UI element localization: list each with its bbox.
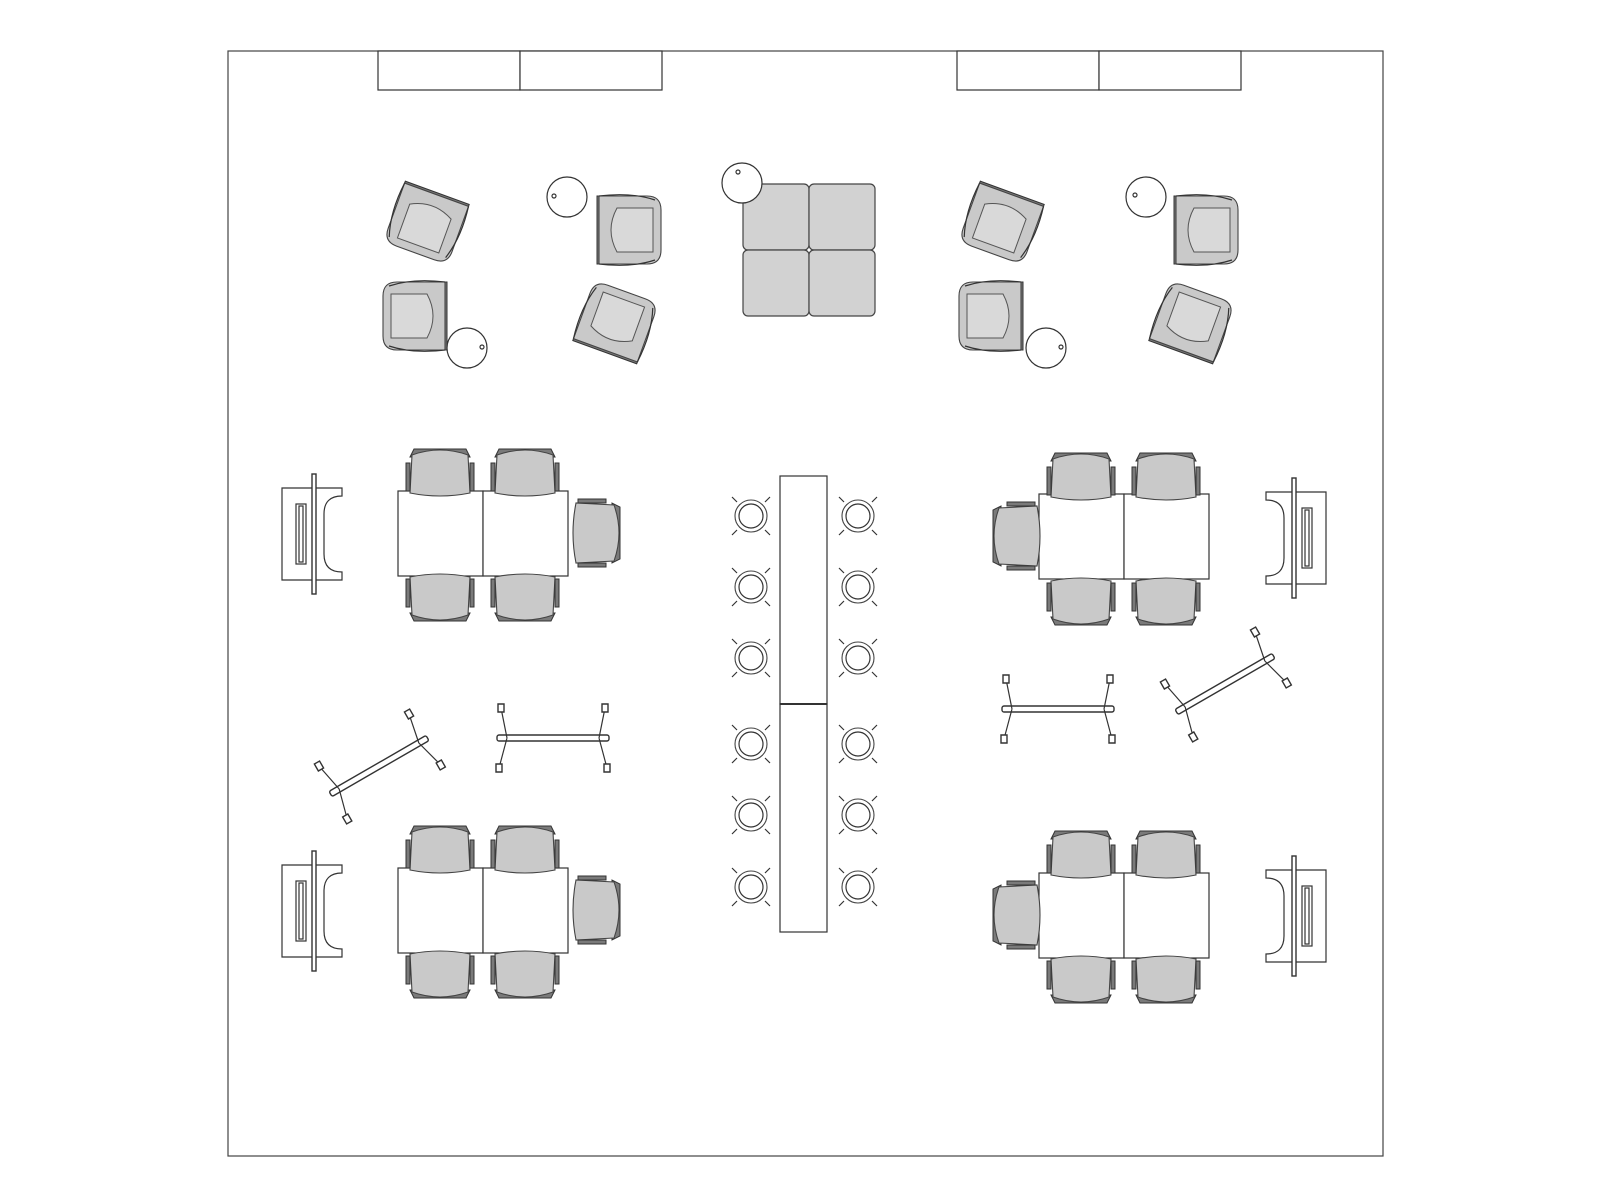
side-table xyxy=(1125,176,1167,218)
wall-cabinets-right xyxy=(956,50,1242,91)
side-table xyxy=(1025,327,1067,369)
wall-cabinets-left xyxy=(377,50,663,91)
ottoman-cluster xyxy=(721,162,876,317)
lounge-group-right xyxy=(956,176,1239,369)
stools-right xyxy=(838,496,878,907)
workstation-group-bottom-right xyxy=(992,830,1327,1004)
long-table xyxy=(779,475,828,933)
workstation-group-top-left xyxy=(281,448,621,622)
trestle-base-left-tilted xyxy=(311,707,447,825)
room-outline xyxy=(227,50,1384,1157)
side-table xyxy=(446,327,488,369)
lounge-group-left xyxy=(381,176,662,369)
trestle-base-left-straight xyxy=(495,703,611,773)
trestle-base-right-tilted xyxy=(1157,625,1293,743)
workstation-group-bottom-left xyxy=(281,825,621,999)
stools-left xyxy=(731,496,771,907)
workstation-group-top-right xyxy=(992,452,1327,626)
side-table xyxy=(546,176,588,218)
trestle-base-right-straight xyxy=(1000,674,1116,744)
